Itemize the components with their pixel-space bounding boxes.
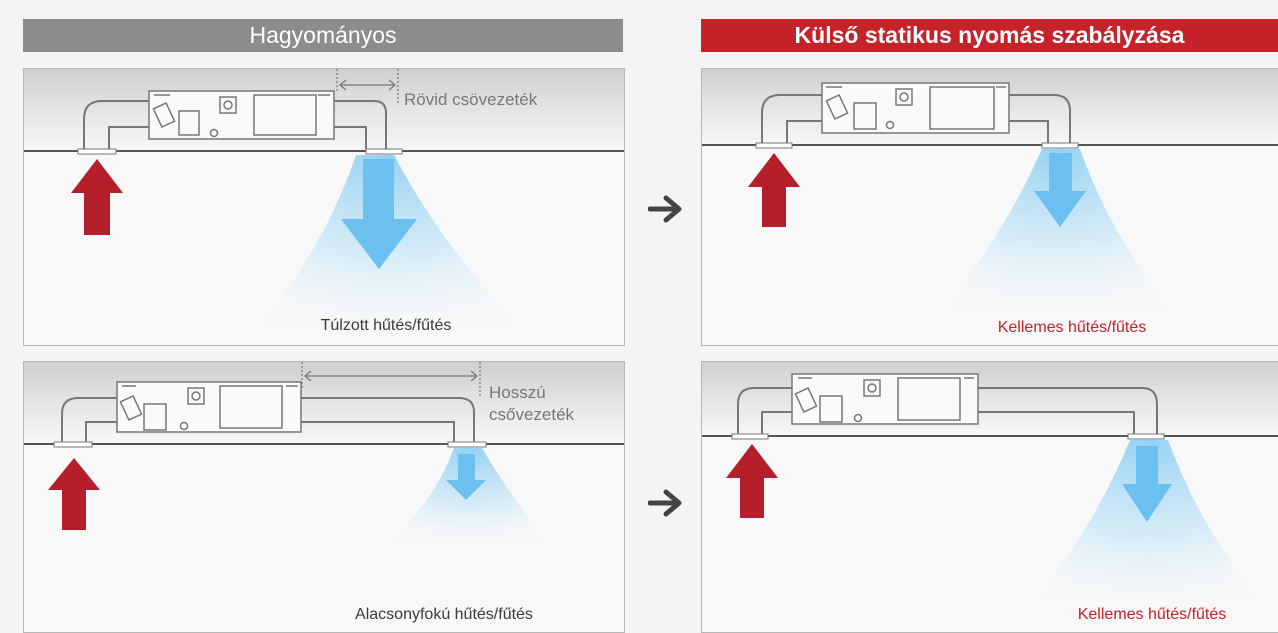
long-duct-label-line2: csővezeték (489, 405, 575, 424)
outflow-arrow-icon (341, 159, 417, 269)
duct-right (334, 100, 387, 149)
excessive-caption: Túlzott hűtés/fűtés (320, 317, 452, 334)
panel-static-pressure-long: Kellemes hűtés/fűtés (701, 361, 1278, 633)
duct-unit-icon (821, 82, 1010, 134)
intake-arrow-icon (726, 444, 778, 518)
comfortable-caption-top: Kellemes hűtés/fűtés (997, 319, 1147, 336)
panel-static-pressure-short: Kellemes hűtés/fűtés (701, 68, 1278, 346)
static-pressure-header: Külső statikus nyomás szabályzása (701, 19, 1278, 52)
conventional-header: Hagyományos (23, 19, 623, 52)
outflow-arrow-icon (1122, 446, 1172, 522)
duct-unit-icon (791, 373, 979, 425)
short-duct-label: Rövid csövezeték (404, 90, 538, 109)
outflow-arrow-icon (1034, 153, 1086, 227)
intake-arrow-icon (71, 159, 123, 235)
panel-conventional-short-duct: Rövid csövezeték Túlzott hűtés/fűtés (23, 68, 625, 346)
intake-arrow-icon (748, 153, 800, 227)
intake-arrow-icon (48, 458, 100, 530)
long-duct-label-line1: Hosszú (489, 383, 546, 402)
right-arrow-icon (648, 489, 682, 517)
comfortable-caption-bottom: Kellemes hűtés/fűtés (1077, 606, 1227, 623)
duct-left (83, 100, 149, 149)
low-efficiency-caption: Alacsonyfokú hűtés/fűtés (355, 606, 533, 623)
outflow-arrow-icon (446, 454, 486, 500)
airflow-plume (942, 149, 1172, 309)
duct-unit-icon (116, 381, 302, 433)
right-arrow-icon (648, 195, 682, 223)
duct-unit-icon (148, 90, 335, 140)
panel-conventional-long-duct: Hosszú csővezeték Alacsonyfokú hűtés/fűt… (23, 361, 625, 633)
